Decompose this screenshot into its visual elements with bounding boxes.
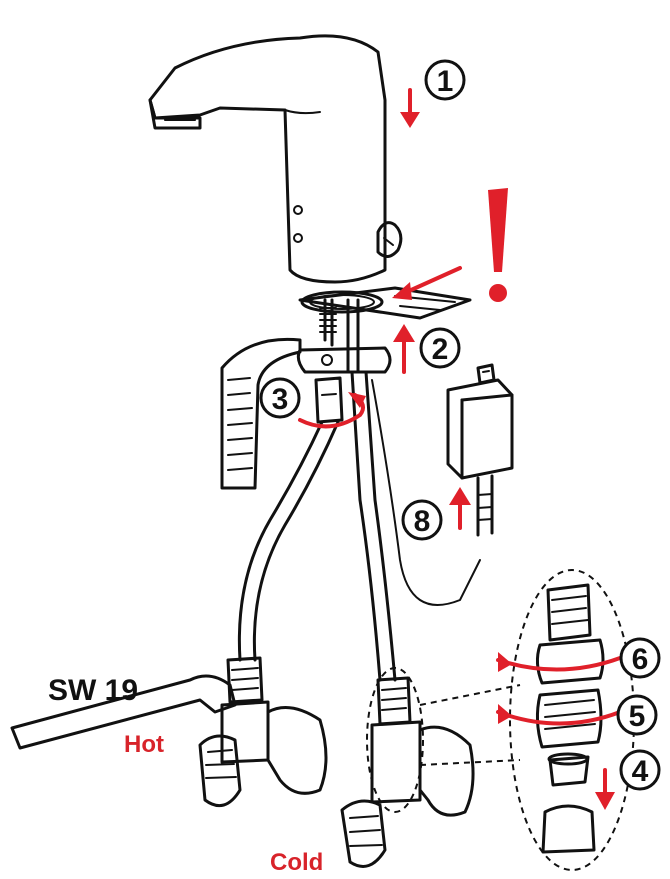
wrench-size-label: SW 19 [48,674,138,707]
step-number: 2 [432,333,449,366]
step-4: 4 [619,749,661,791]
step-number: 1 [437,65,454,98]
battery-box [446,363,514,537]
cold-label: Cold [270,849,323,876]
step-number: 5 [629,700,646,733]
wrench [10,674,237,750]
step-number: 6 [632,643,649,676]
countertop [220,286,472,490]
step-5: 5 [616,694,658,736]
step-2: 2 [419,327,461,369]
warning-exclamation-icon [488,188,508,302]
faucet-body [148,34,403,284]
step-number: 8 [414,505,431,538]
hot-label: Hot [124,731,164,758]
step-8: 8 [401,499,443,541]
supply-hoses [237,370,481,682]
cold-valve [340,676,475,868]
step-number: 4 [632,755,649,788]
step-6: 6 [619,637,661,679]
step-3: 3 [259,377,301,419]
red-indicators [298,88,622,810]
detail-parts [535,583,605,854]
step-number: 3 [272,383,289,416]
step-1: 1 [424,59,466,101]
mounting-knob [376,221,403,258]
mounting-set [296,290,392,424]
